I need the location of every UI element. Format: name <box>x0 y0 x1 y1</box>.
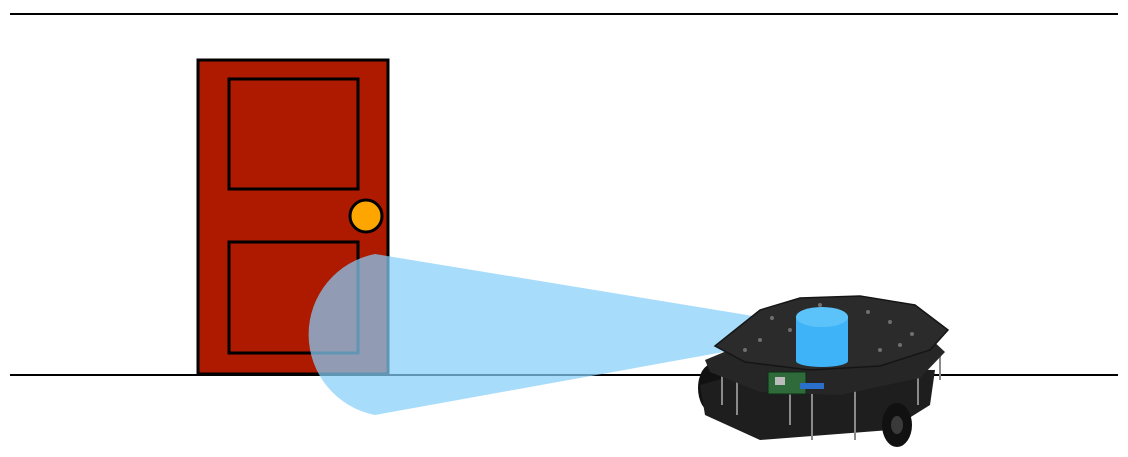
lidar-sensor-icon <box>796 307 848 367</box>
mobile-robot-icon <box>698 295 950 447</box>
sensor-beam-cone <box>308 254 790 415</box>
door-panel-top <box>227 77 360 191</box>
sensor-beam-icon <box>308 254 790 415</box>
door-knob-icon <box>348 198 384 234</box>
lidar-top <box>796 307 848 327</box>
robot-board-connector <box>800 383 824 389</box>
lidar-bottom <box>796 355 848 367</box>
robot-wheel-right-hub <box>891 416 903 434</box>
robot-board-chip <box>775 377 785 385</box>
robot-plate-holes <box>743 303 914 352</box>
